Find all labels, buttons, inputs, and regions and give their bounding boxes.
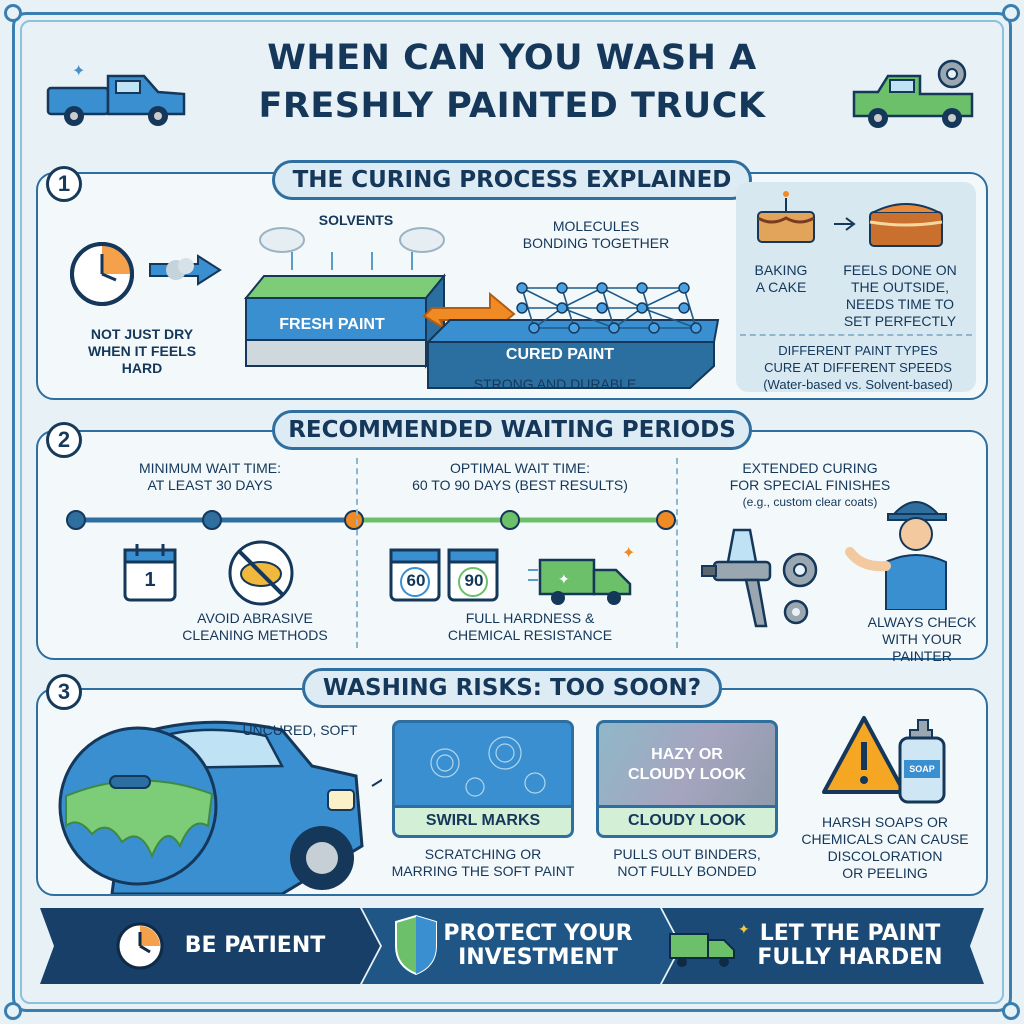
corner-dot [1002,1002,1020,1020]
green-truck-icon [852,59,974,128]
bottom-banner: ✦ BE PATIENT PROTECT YOUR INVESTMENT LET… [40,908,984,984]
cloudy-look-box: HAZY OR CLOUDY LOOK CLOUDY LOOK [596,720,778,838]
svg-text:✦: ✦ [738,921,750,937]
outer-frame [12,12,1012,1012]
always-check-label: ALWAYS CHECK WITH YOUR PAINTER [867,614,977,664]
calendar-day-60: 60 [406,571,426,590]
calendar-day-1: 1 [144,569,156,591]
optimal-wait-label: OPTIMAL WAIT TIME: 60 TO 90 DAYS (BEST R… [412,460,628,493]
no-sponge-icon [228,540,294,606]
corner-dot [4,1002,22,1020]
section-number-1: 1 [46,166,82,202]
avoid-abrasive-label: AVOID ABRASIVE CLEANING METHODS [182,610,328,643]
baking-label: BAKING A CAKE [754,262,808,295]
cloudy-description: PULLS OUT BINDERS, NOT FULLY BONDED [613,846,761,879]
svg-text:✦: ✦ [72,63,85,80]
molecules-label: MOLECULES BONDING TOGETHER [522,218,670,251]
fresh-paint-label: FRESH PAINT [279,316,385,333]
protect-investment-label: PROTECT YOUR INVESTMENT [443,921,633,970]
min-wait-label: MINIMUM WAIT TIME: AT LEAST 30 DAYS [138,460,282,493]
section-1-heading: THE CURING PROCESS EXPLAINED [272,160,752,200]
page-title: WHEN CAN YOU WASH A FRESHLY PAINTED TRUC… [200,34,824,130]
fully-harden-label: LET THE PAINT FULLY HARDEN [757,921,943,970]
paint-layer-diagram [244,273,720,389]
paint-types-label: DIFFERENT PAINT TYPES CURE AT DIFFERENT … [763,343,953,392]
title-line-2: FRESHLY PAINTED TRUCK [258,86,766,126]
divider [676,458,678,648]
painter-figure [845,501,947,610]
calendar-day-90: 90 [464,571,484,590]
harsh-soaps-label: HARSH SOAPS OR CHEMICALS CAN CAUSE DISCO… [801,814,969,881]
svg-text:✦: ✦ [558,571,570,587]
cake-icon [757,191,943,247]
section-waiting-periods [36,430,988,660]
banner-shape: ✦ [40,908,984,984]
feels-done-label: FEELS DONE ON THE OUTSIDE, NEEDS TIME TO… [843,262,957,329]
inner-frame [20,20,1004,1004]
section-number-3: 3 [46,674,82,710]
extended-curing-label: EXTENDED CURING FOR SPECIAL FINISHES (e.… [729,460,891,509]
truck-closeup-image [58,720,382,894]
pickup-truck-icon: ✦ [46,63,186,126]
divider [356,458,358,648]
cured-paint-label: CURED PAINT [505,346,615,363]
timeline [66,510,676,530]
cloud-icon [259,227,445,270]
hazy-text: HAZY OR CLOUDY LOOK [628,746,746,783]
swirl-texture [430,736,546,797]
delivery-truck-icon: ✦ ✦ [528,545,635,605]
section-2-heading: RECOMMENDED WAITING PERIODS [272,410,752,450]
calendar-icon [389,548,499,602]
clock-icon [70,242,222,306]
spray-gun-icon [701,528,818,628]
divider [740,334,972,336]
calendar-icon [123,544,177,602]
corner-dot [4,4,22,22]
svg-text:✦: ✦ [622,545,635,562]
corner-dot [1002,4,1020,22]
cloudy-look-caption: CLOUDY LOOK [599,805,775,835]
full-hardness-label: FULL HARDNESS & CHEMICAL RESISTANCE [447,610,613,643]
title-line-1: WHEN CAN YOU WASH A [267,38,757,78]
section-3-heading: WASHING RISKS: TOO SOON? [302,668,722,708]
uncured-soft-label: UNCURED, SOFT [242,722,358,738]
strong-label: STRONG AND DURABLE [473,376,637,392]
be-patient-label: BE PATIENT [184,933,326,958]
solvents-label: SOLVENTS [318,212,394,228]
not-dry-label: NOT JUST DRY WHEN IT FEELS HARD [87,326,197,376]
section-number-2: 2 [46,422,82,458]
swirl-description: SCRATCHING OR MARRING THE SOFT PAINT [391,846,575,879]
warning-icon [822,716,946,804]
swirl-marks-box: SWIRL MARKS [392,720,574,838]
swirl-marks-caption: SWIRL MARKS [395,805,571,835]
soap-label: SOAP [909,764,935,774]
